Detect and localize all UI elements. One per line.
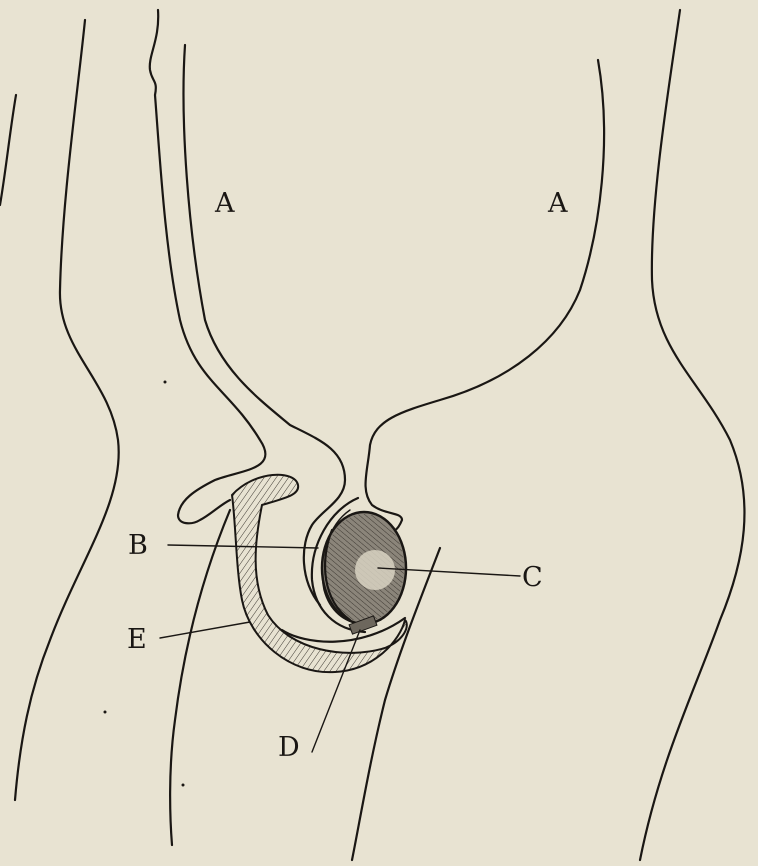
label-a-right: A bbox=[547, 188, 568, 219]
chamber-a-right-wall bbox=[366, 60, 605, 532]
e-lower-curve bbox=[282, 618, 405, 642]
left-edge-fragment bbox=[0, 95, 16, 205]
label-c: C bbox=[522, 562, 543, 593]
stray-dot bbox=[182, 784, 185, 787]
stray-dot bbox=[104, 711, 107, 714]
inner-wall-inner bbox=[184, 45, 345, 605]
inner-wall-outer bbox=[150, 10, 266, 523]
lower-left-long-line bbox=[170, 510, 230, 845]
right-outer-contour bbox=[640, 10, 744, 860]
label-a-left: A bbox=[214, 188, 235, 219]
stray-dot bbox=[164, 381, 167, 384]
label-d: D bbox=[278, 732, 300, 763]
label-e: E bbox=[127, 624, 147, 655]
label-b: B bbox=[128, 530, 148, 561]
pointer-e bbox=[160, 622, 250, 638]
c-ovoid-highlight bbox=[355, 550, 395, 590]
left-outer-contour bbox=[15, 20, 119, 800]
